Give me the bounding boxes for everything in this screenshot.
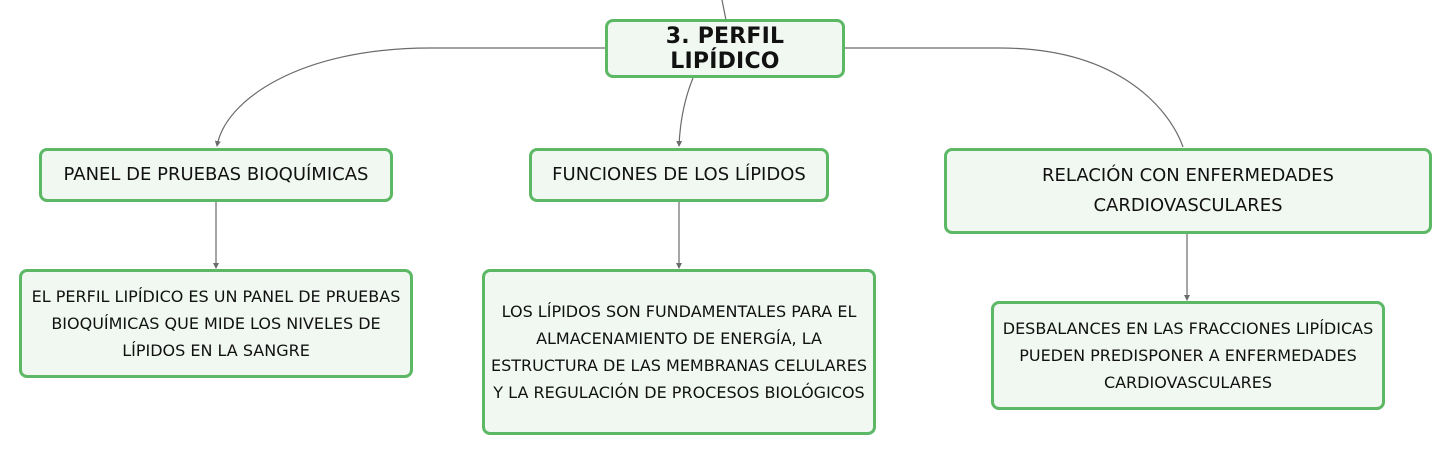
detail-node-cardio-text: DESBALANCES EN LAS FRACCIONES LIPÍDICAS … (1002, 319, 1374, 392)
connector-root-to-panel (214, 47, 605, 147)
detail-node-panel[interactable]: EL PERFIL LIPÍDICO ES UN PANEL DE PRUEBA… (19, 269, 413, 378)
branch-node-functions[interactable]: FUNCIONES DE LOS LÍPIDOS (529, 148, 829, 202)
branch-node-panel[interactable]: PANEL DE PRUEBAS BIOQUÍMICAS (39, 148, 393, 202)
connector-incoming-top (721, 0, 727, 21)
detail-node-functions[interactable]: LOS LÍPIDOS SON FUNDAMENTALES PARA EL AL… (482, 269, 876, 435)
root-node-label: 3. PERFIL LIPÍDICO (665, 23, 785, 74)
branch-node-panel-label: PANEL DE PRUEBAS BIOQUÍMICAS (63, 164, 369, 185)
detail-node-functions-text: LOS LÍPIDOS SON FUNDAMENTALES PARA EL AL… (491, 302, 867, 402)
root-node[interactable]: 3. PERFIL LIPÍDICO (605, 19, 845, 78)
connector-root-to-cardio (845, 47, 1184, 148)
branch-node-cardio[interactable]: RELACIÓN CON ENFERMEDADES CARDIOVASCULAR… (944, 148, 1432, 234)
branch-node-functions-label: FUNCIONES DE LOS LÍPIDOS (552, 164, 806, 185)
branch-node-cardio-label: RELACIÓN CON ENFERMEDADES CARDIOVASCULAR… (1042, 165, 1334, 216)
connector-root-to-functions (676, 77, 694, 147)
detail-node-cardio[interactable]: DESBALANCES EN LAS FRACCIONES LIPÍDICAS … (991, 301, 1385, 410)
detail-node-panel-text: EL PERFIL LIPÍDICO ES UN PANEL DE PRUEBA… (31, 287, 401, 360)
